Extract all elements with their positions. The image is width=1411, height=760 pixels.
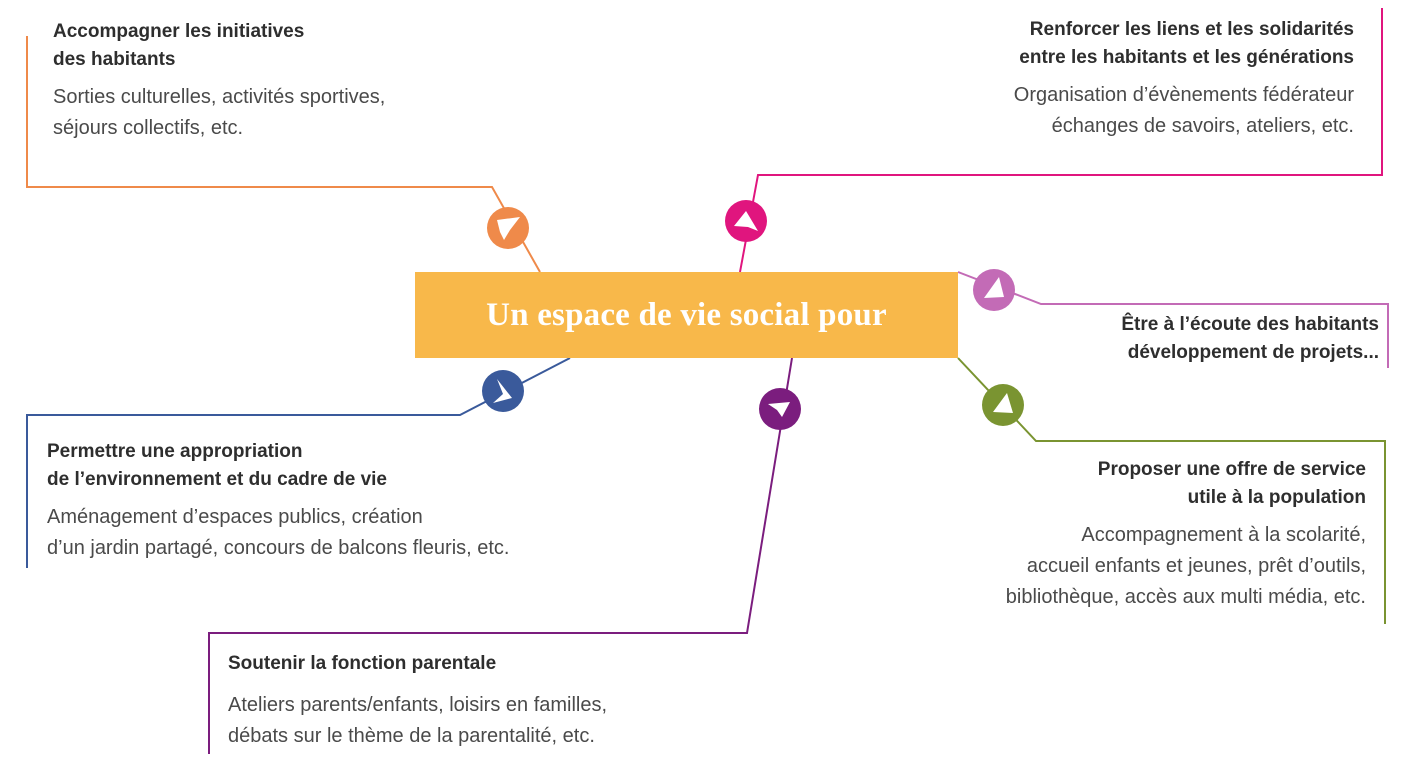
branch-ecoute: Être à l’écoute des habitants développem… — [1121, 311, 1379, 367]
branch-title: Renforcer les liens et les solidarités e… — [1014, 16, 1354, 72]
branch-title: Permettre une appropriation de l’environ… — [47, 438, 510, 494]
title-line: des habitants — [53, 49, 176, 70]
desc-line: Accompagnement à la scolarité, — [1081, 524, 1366, 546]
branch-title: Proposer une offre de service utile à la… — [1006, 456, 1366, 512]
branch-description: Sorties culturelles, activités sportives… — [53, 82, 385, 144]
desc-line: Sorties culturelles, activités sportives… — [53, 86, 386, 108]
title-line: utile à la population — [1187, 487, 1366, 508]
bird-icon — [973, 269, 1015, 311]
title-line: développement de projets... — [1127, 342, 1379, 363]
title-line: Renforcer les liens et les solidarités — [1029, 19, 1354, 40]
branch-title: Accompagner les initiatives des habitant… — [53, 18, 385, 74]
desc-line: d’un jardin partagé, concours de balcons… — [47, 537, 510, 559]
branch-service: Proposer une offre de service utile à la… — [1006, 456, 1366, 613]
branch-description: Accompagnement à la scolarité, accueil e… — [1006, 520, 1366, 613]
bird-icon — [759, 388, 801, 430]
branch-description: Ateliers parents/enfants, loisirs en fam… — [228, 690, 607, 752]
title-line: Accompagner les initiatives — [53, 21, 305, 42]
bird-icon — [982, 384, 1024, 426]
branch-description: Organisation d’évènements fédérateur éch… — [1014, 80, 1354, 142]
title-line: Soutenir la fonction parentale — [228, 653, 497, 674]
desc-line: Aménagement d’espaces publics, création — [47, 506, 423, 528]
center-title: Un espace de vie social pour — [415, 272, 958, 358]
center-title-text: Un espace de vie social pour — [486, 296, 887, 333]
title-line: entre les habitants et les générations — [1019, 47, 1354, 68]
title-line: de l’environnement et du cadre de vie — [47, 469, 387, 490]
title-line: Être à l’écoute des habitants — [1121, 314, 1379, 335]
branch-liens: Renforcer les liens et les solidarités e… — [1014, 16, 1354, 142]
branch-title: Être à l’écoute des habitants développem… — [1121, 311, 1379, 367]
bird-icon — [725, 200, 767, 242]
branch-initiatives: Accompagner les initiatives des habitant… — [53, 18, 385, 144]
desc-line: Ateliers parents/enfants, loisirs en fam… — [228, 694, 608, 716]
desc-line: accueil enfants et jeunes, prêt d’outils… — [1026, 555, 1366, 577]
bird-icon — [487, 207, 529, 249]
desc-line: bibliothèque, accès aux multi média, etc… — [1005, 586, 1366, 608]
connector-parentale — [208, 357, 793, 754]
title-line: Proposer une offre de service — [1097, 459, 1366, 480]
desc-line: séjours collectifs, etc. — [53, 117, 244, 139]
branch-parentale: Soutenir la fonction parentale Ateliers … — [228, 650, 607, 752]
branch-title: Soutenir la fonction parentale — [228, 650, 607, 678]
branch-description: Aménagement d’espaces publics, création … — [47, 502, 510, 564]
desc-line: Organisation d’évènements fédérateur — [1013, 84, 1354, 106]
bird-icon — [482, 370, 524, 412]
branch-environnement: Permettre une appropriation de l’environ… — [47, 438, 510, 564]
title-line: Permettre une appropriation — [47, 441, 303, 462]
desc-line: échanges de savoirs, ateliers, etc. — [1051, 115, 1354, 137]
desc-line: débats sur le thème de la parentalité, e… — [228, 725, 595, 747]
